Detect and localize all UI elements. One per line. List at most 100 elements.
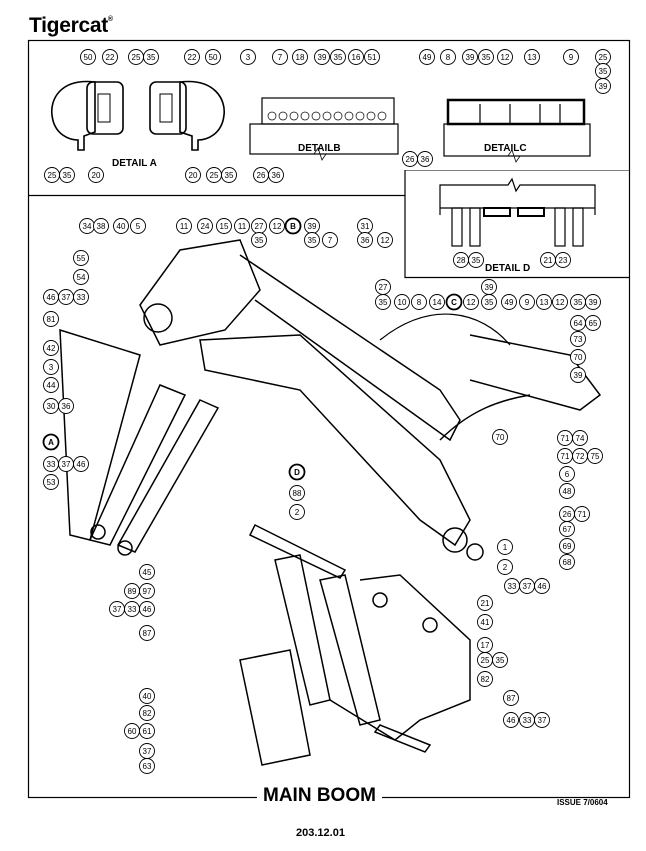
part-callout-detail-c: 13 — [524, 49, 540, 65]
part-callout-detail-a: 50 — [80, 49, 96, 65]
callout-number: 16 — [352, 53, 361, 62]
callout-number: 35 — [574, 298, 583, 307]
part-callout-detail-b: 7 — [272, 49, 288, 65]
callout-number: 50 — [84, 53, 93, 62]
part-callout-main: 12 — [552, 294, 568, 310]
callout-number: 22 — [106, 53, 115, 62]
callout-circle — [559, 538, 575, 554]
callout-number: 36 — [361, 236, 370, 245]
callout-circle — [429, 294, 445, 310]
callout-number: 39 — [308, 222, 317, 231]
callout-number: 36 — [421, 155, 430, 164]
part-callout-main: 74 — [572, 430, 588, 446]
callout-number: 35 — [485, 298, 494, 307]
callout-number: 11 — [238, 222, 247, 231]
callout-number: 48 — [563, 487, 572, 496]
callout-number: 26 — [257, 171, 266, 180]
callout-circle — [497, 559, 513, 575]
callout-circle — [587, 448, 603, 464]
callout-number: 25 — [599, 53, 608, 62]
part-callout-main: 40 — [139, 688, 155, 704]
callout-circle — [73, 456, 89, 472]
boom-lower-arm — [199, 334, 471, 547]
part-callout-main: 82 — [477, 671, 493, 687]
part-callout-main: 14 — [429, 294, 445, 310]
callout-circle — [59, 167, 75, 183]
callout-number: 45 — [143, 568, 152, 577]
brand-logo: Tigercat® — [29, 14, 113, 38]
part-callout-main: 39 — [570, 367, 586, 383]
boom-tip — [469, 334, 602, 411]
part-callout-main: 75 — [587, 448, 603, 464]
part-callout-main: 25 — [477, 652, 493, 668]
callout-number: 67 — [563, 525, 572, 534]
part-callout-detail-a: 25 — [44, 167, 60, 183]
callout-number: 61 — [143, 727, 152, 736]
part-callout-main: 15 — [216, 218, 232, 234]
callout-circle — [304, 232, 320, 248]
part-callout-detail-c: 26 — [402, 151, 418, 167]
callout-number: 24 — [201, 222, 210, 231]
callout-circle — [440, 49, 456, 65]
cylinder-b — [116, 399, 220, 553]
part-callout-main: 27 — [375, 279, 391, 295]
callout-circle — [570, 367, 586, 383]
callout-circle — [58, 398, 74, 414]
callout-circle — [570, 349, 586, 365]
part-callout-main: 71 — [557, 430, 573, 446]
part-callout-main: 11 — [176, 218, 192, 234]
callout-number: 74 — [576, 434, 585, 443]
callout-circle — [205, 49, 221, 65]
part-callout-main: 37 — [58, 456, 74, 472]
callout-circle — [524, 49, 540, 65]
callout-circle — [348, 49, 364, 65]
callout-circle — [139, 758, 155, 774]
part-callout-main: 35 — [375, 294, 391, 310]
callout-number: 44 — [47, 381, 56, 390]
callout-number: 23 — [559, 256, 568, 265]
callout-number: 5 — [136, 222, 141, 231]
part-callout-detail-c: 39 — [595, 78, 611, 94]
callout-number: 69 — [563, 542, 572, 551]
callout-number: 35 — [599, 67, 608, 76]
callout-number: 39 — [466, 53, 475, 62]
callout-number: 60 — [128, 727, 137, 736]
part-callout-main: 37 — [534, 712, 550, 728]
callout-number: 63 — [143, 762, 152, 771]
part-callout-main: 12 — [269, 218, 285, 234]
part-callout-main: 71 — [557, 448, 573, 464]
callout-circle — [139, 601, 155, 617]
callout-number: 28 — [457, 256, 466, 265]
callout-number: 11 — [180, 222, 189, 231]
callout-number: 40 — [117, 222, 126, 231]
brand-name: Tigercat — [29, 14, 108, 37]
callout-circle — [176, 218, 192, 234]
callout-number: 49 — [423, 53, 432, 62]
detail-reference-main: C — [445, 293, 463, 311]
callout-number: 34 — [83, 222, 92, 231]
callout-circle — [80, 49, 96, 65]
part-callout-detail-a: 35 — [59, 167, 75, 183]
part-callout-detail-c: 39 — [462, 49, 478, 65]
callout-circle — [139, 564, 155, 580]
part-callout-main: 42 — [43, 340, 59, 356]
callout-number: 7 — [328, 236, 333, 245]
part-callout-main: 41 — [477, 614, 493, 630]
callout-circle — [185, 167, 201, 183]
part-callout-main: 36 — [58, 398, 74, 414]
boom-upper-arm — [239, 254, 461, 442]
part-callout-main: 17 — [477, 637, 493, 653]
callout-number: 70 — [496, 433, 505, 442]
callout-circle — [42, 433, 60, 451]
part-callout-detail-a: 20 — [88, 167, 104, 183]
callout-circle — [292, 49, 308, 65]
callout-circle — [559, 483, 575, 499]
callout-number: 39 — [589, 298, 598, 307]
callout-number: 30 — [47, 402, 56, 411]
callout-circle — [88, 167, 104, 183]
detail-reference-main: A — [42, 433, 60, 451]
part-callout-detail-b: 26 — [253, 167, 269, 183]
callout-number: 53 — [47, 478, 56, 487]
callout-number: 35 — [308, 236, 317, 245]
callout-number: 27 — [379, 283, 388, 292]
